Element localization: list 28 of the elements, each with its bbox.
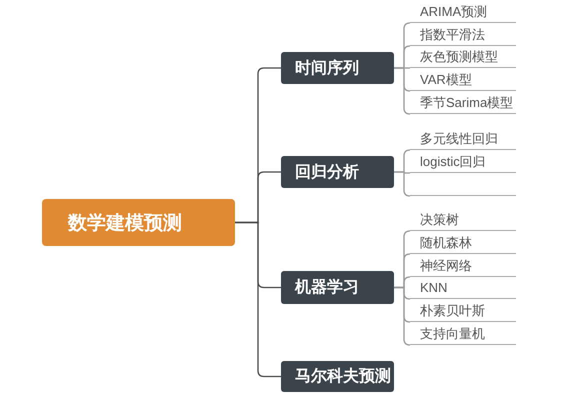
topic-text: 时间序列	[295, 58, 359, 78]
connector-line	[235, 222, 281, 378]
branch-topic-box	[281, 156, 394, 188]
topic-text: 回归分析	[295, 162, 359, 182]
topic-text: KNN	[420, 280, 448, 295]
topic-text: ARIMA预测	[420, 2, 488, 20]
connector-line	[394, 67, 411, 115]
topic-underline	[410, 195, 516, 196]
central-topic-box	[42, 199, 235, 246]
topic-text: 灰色预测模型	[420, 48, 498, 66]
connector-line	[394, 171, 411, 197]
topic-text: 多元线性回归	[420, 130, 498, 148]
topic-text: 季节Sarima模型	[420, 94, 514, 112]
branch-topic-box	[281, 271, 394, 304]
topic-text: 随机森林	[420, 234, 472, 252]
topic-text: 决策树	[420, 210, 459, 228]
topic-text: 机器学习	[295, 277, 359, 298]
connector-line	[394, 286, 411, 346]
topic-text: 朴素贝叶斯	[420, 302, 485, 320]
branch-topic-box	[281, 361, 394, 392]
topic-text: 指数平滑法	[420, 26, 485, 44]
topic-text: VAR模型	[420, 70, 472, 88]
topic-text: 马尔科夫预测	[295, 366, 391, 387]
topic-text: 支持向量机	[420, 324, 485, 342]
topic-text: logistic回归	[420, 152, 486, 170]
topic-text: 神经网络	[420, 256, 472, 274]
branch-topic-box	[281, 52, 394, 84]
topic-text: 数学建模预测	[68, 210, 182, 236]
